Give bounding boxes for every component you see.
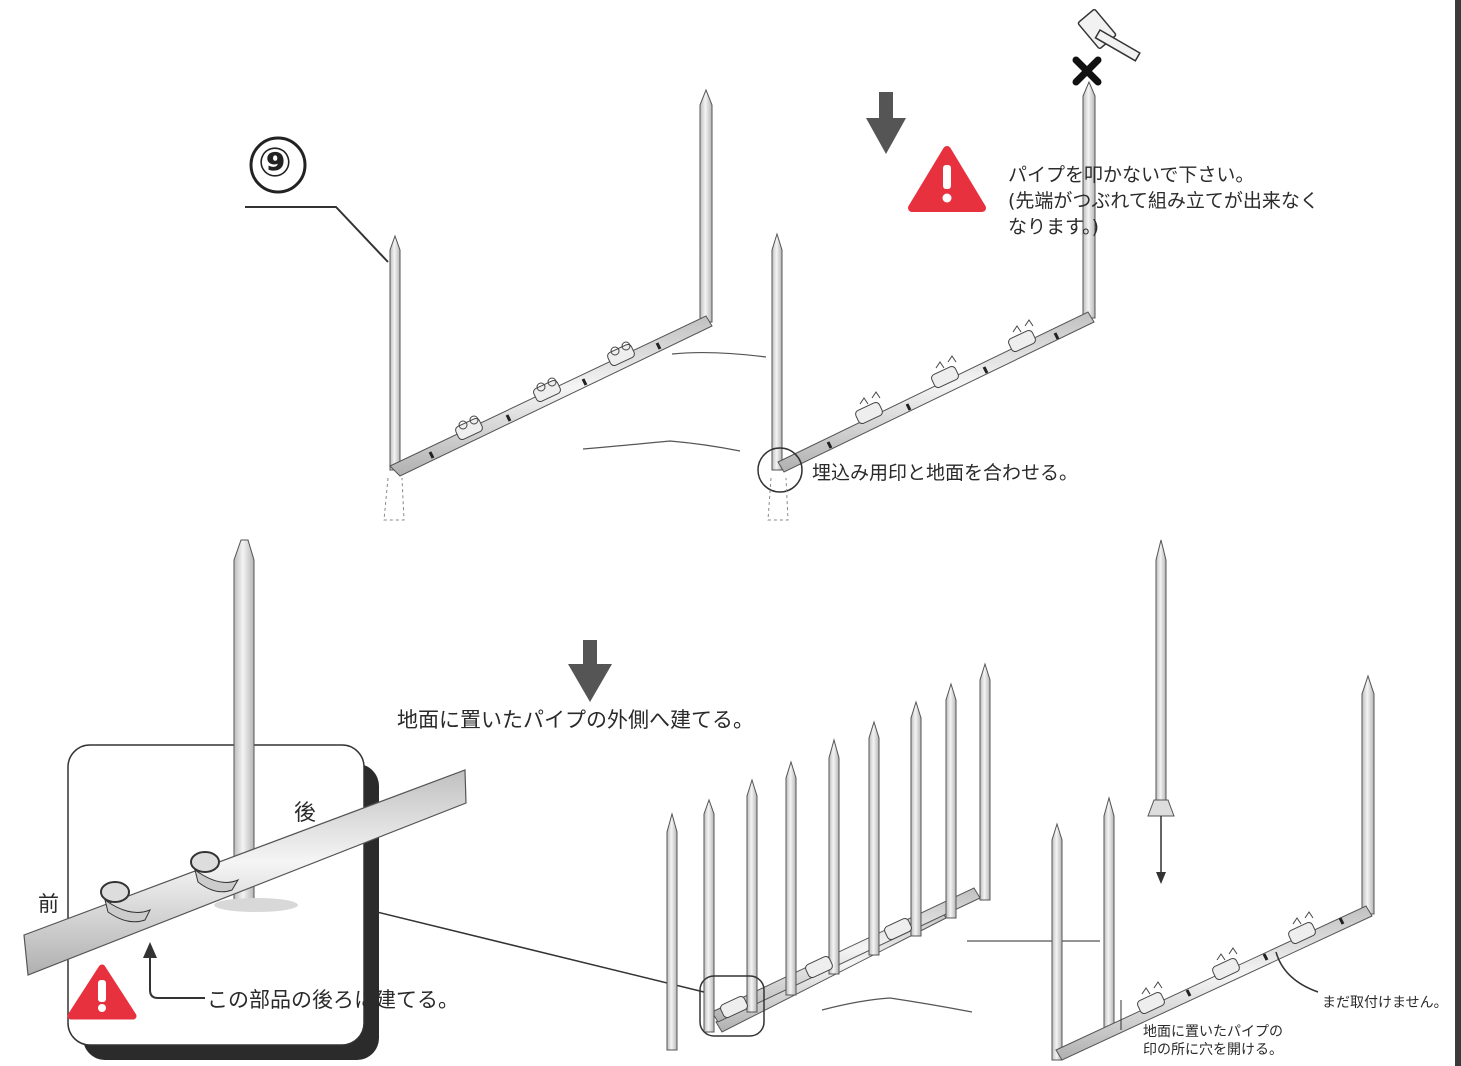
warning-icon xyxy=(67,964,137,1020)
hole-line-2: 印の所に穴を開ける。 xyxy=(1143,1042,1283,1058)
bottom-right-frame xyxy=(1051,539,1375,1061)
hole-line-1: 地面に置いたパイプの xyxy=(1143,1024,1283,1040)
down-arrow-icon xyxy=(866,92,906,154)
hammer-icon xyxy=(1077,8,1141,62)
zoom-detail xyxy=(23,539,709,1060)
top-left-frame xyxy=(245,88,767,521)
align-mark-label: 埋込み用印と地面を合わせる。 xyxy=(812,462,1079,484)
clamp xyxy=(884,917,912,941)
warning-line-3: なります。) xyxy=(1008,216,1100,238)
hammer-warning-text: パイプを叩かないで下さい。 (先端がつぶれて組み立てが出来なく なります。) xyxy=(1008,162,1319,240)
pointer-arrow-icon xyxy=(143,942,205,999)
clamp xyxy=(1008,319,1036,353)
step-number: ⑨ xyxy=(258,140,292,186)
warning-line-1: パイプを叩かないで下さい。 xyxy=(1008,164,1255,186)
clamp xyxy=(931,355,959,389)
outside-pipe-label: 地面に置いたパイプの外側へ建てる。 xyxy=(397,708,754,732)
clamp xyxy=(455,415,483,441)
clamp xyxy=(720,995,748,1019)
clamp xyxy=(100,881,152,923)
back-label: 後 xyxy=(294,801,317,826)
behind-part-label: この部品の後ろに建てる。 xyxy=(207,988,459,1012)
top-right-frame xyxy=(757,8,1141,521)
clamp xyxy=(533,377,561,403)
alignment-mark-circle xyxy=(757,447,803,493)
clamp xyxy=(855,391,883,425)
front-label: 前 xyxy=(38,892,59,916)
warning-icon xyxy=(908,146,986,212)
clamp xyxy=(1137,981,1165,1015)
clamp xyxy=(805,955,833,979)
clamp xyxy=(1212,947,1240,981)
posts-assembly xyxy=(666,662,1100,1051)
detail-highlight xyxy=(699,975,765,1037)
clamp xyxy=(607,341,635,367)
clamp xyxy=(190,851,240,893)
warning-line-2: (先端がつぶれて組み立てが出来なく xyxy=(1008,190,1319,212)
down-arrow-icon xyxy=(568,640,612,702)
page-edge xyxy=(1455,0,1461,1066)
not-yet-label: まだ取付けません。 xyxy=(1322,995,1448,1011)
cross-icon xyxy=(1072,56,1102,86)
clamp xyxy=(1288,911,1316,945)
hole-label: 地面に置いたパイプの 印の所に穴を開ける。 xyxy=(1143,1023,1283,1059)
step-circle xyxy=(249,136,307,194)
